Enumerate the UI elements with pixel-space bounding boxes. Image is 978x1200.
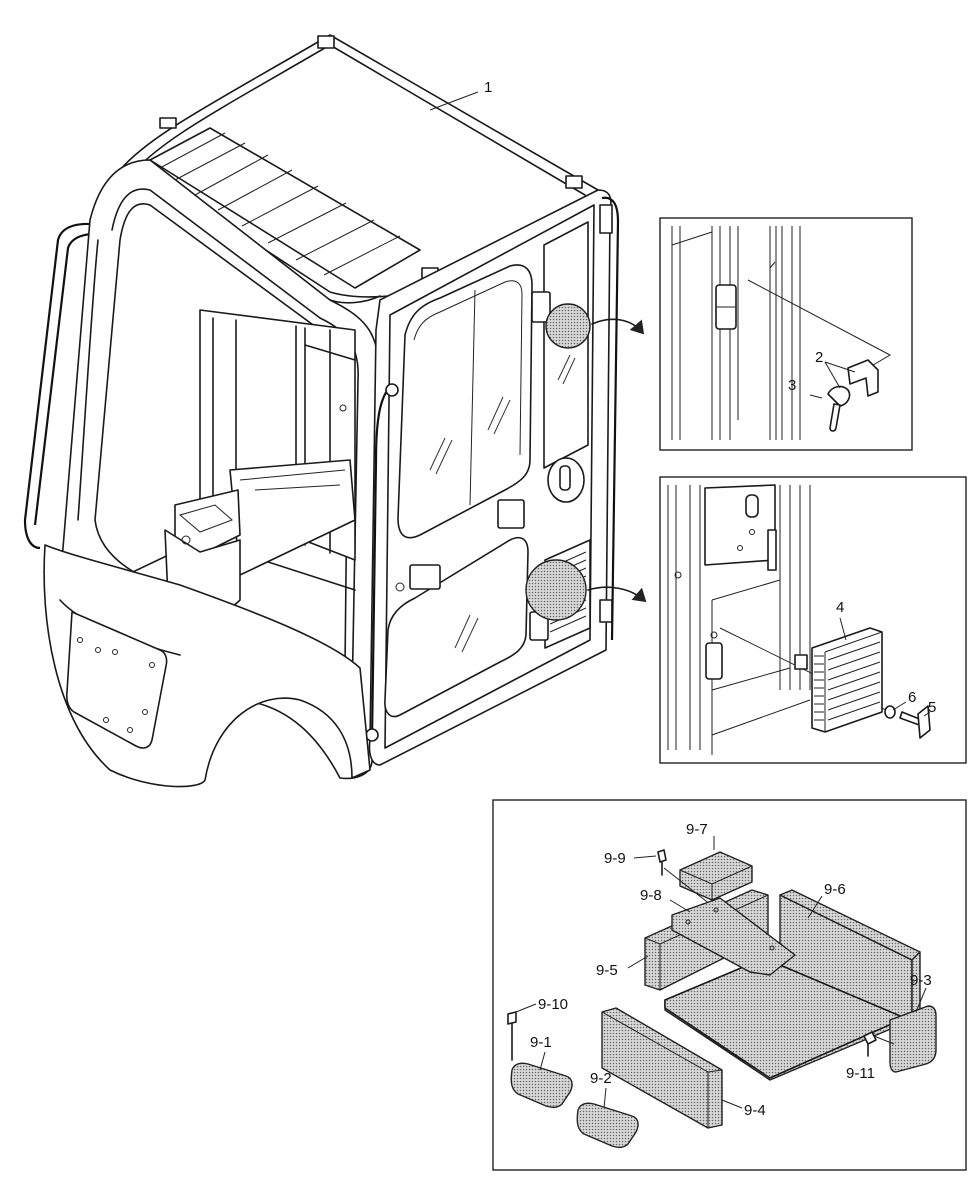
callout-9-1: 9-1 bbox=[530, 1034, 552, 1051]
callout-9-2: 9-2 bbox=[590, 1070, 612, 1087]
callout-9-7: 9-7 bbox=[686, 821, 708, 838]
detail-box-hinge: 2 3 bbox=[659, 217, 913, 451]
detail-marker-hinge bbox=[545, 303, 591, 349]
part-9-7 bbox=[679, 851, 753, 901]
callout-9-3: 9-3 bbox=[910, 972, 932, 989]
callout-9-4: 9-4 bbox=[744, 1102, 766, 1119]
callout-2: 2 bbox=[815, 349, 823, 366]
cab-assembly bbox=[23, 34, 647, 788]
callout-4: 4 bbox=[836, 599, 844, 616]
part-9-1 bbox=[510, 1062, 573, 1109]
callout-3: 3 bbox=[788, 377, 796, 394]
callout-9-9: 9-9 bbox=[604, 850, 626, 867]
callout-9-10: 9-10 bbox=[538, 996, 568, 1013]
detail-box-filter: 4 6 5 bbox=[659, 476, 967, 764]
callout-9-8: 9-8 bbox=[640, 887, 662, 904]
callout-5: 5 bbox=[928, 699, 936, 716]
callout-1: 1 bbox=[484, 79, 492, 96]
part-9-8 bbox=[671, 897, 796, 976]
callout-9-5: 9-5 bbox=[596, 962, 618, 979]
callout-9-6: 9-6 bbox=[824, 881, 846, 898]
callout-9-11: 9-11 bbox=[846, 1065, 875, 1082]
callout-6: 6 bbox=[908, 689, 916, 706]
detail-box-insulation: 9-7 9-9 9-6 9-5 9-8 9-4 bbox=[492, 799, 967, 1171]
part-9-2 bbox=[576, 1102, 639, 1149]
part-9-4 bbox=[601, 1007, 723, 1129]
detail-marker-filter bbox=[525, 559, 587, 621]
part-9-3 bbox=[889, 1005, 937, 1073]
